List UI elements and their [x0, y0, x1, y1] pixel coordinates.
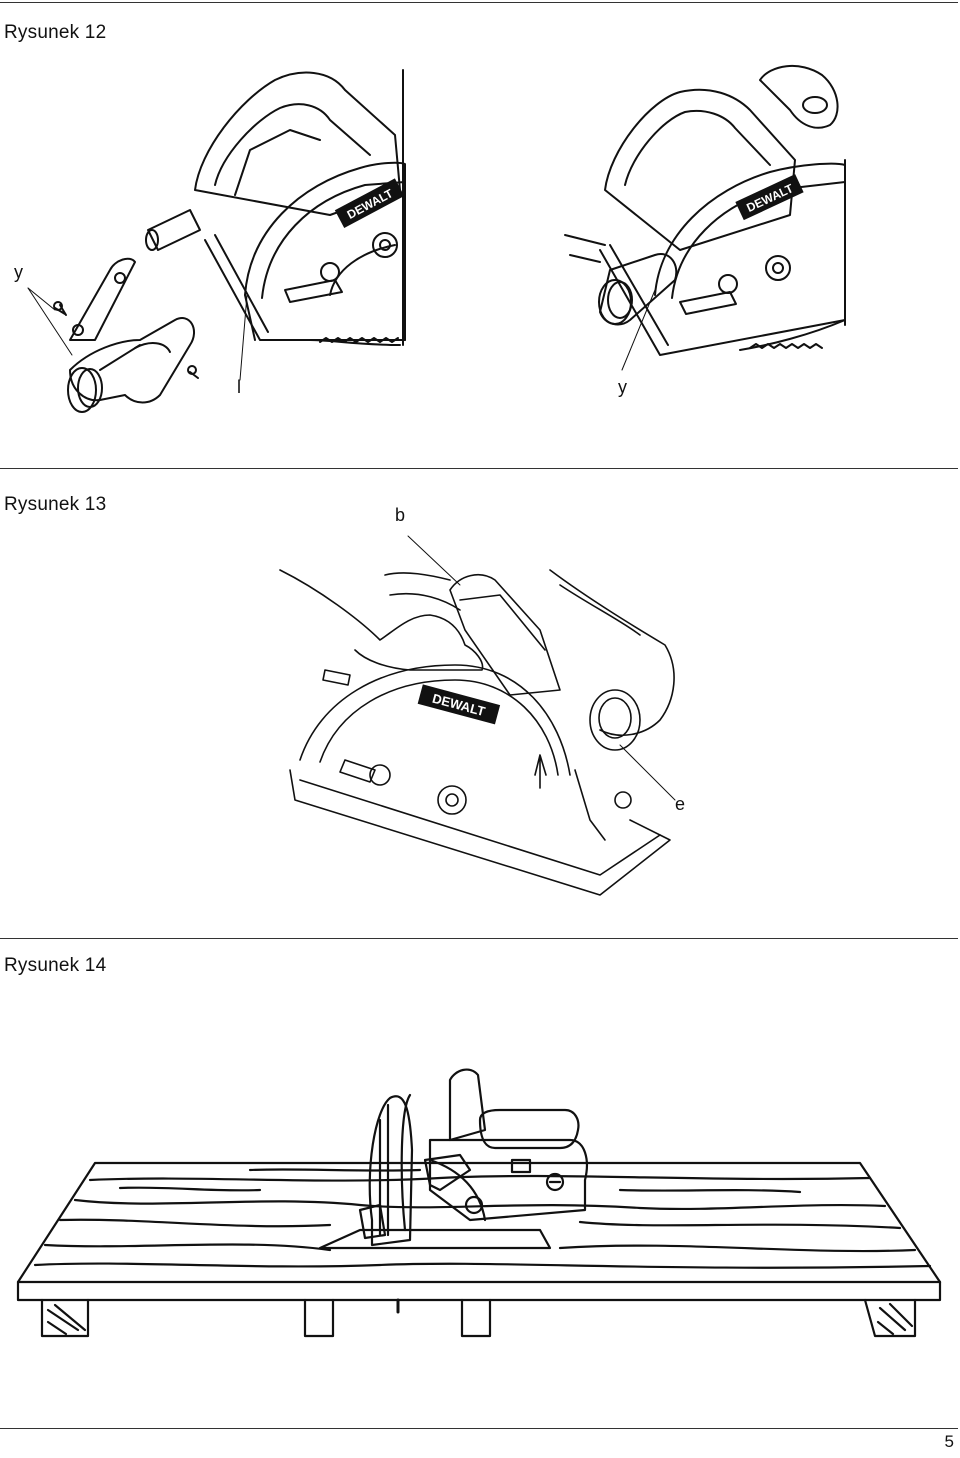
- arbor-bolt: [373, 233, 397, 257]
- support-right: [865, 1300, 915, 1336]
- figure-14-illustration: [0, 1060, 960, 1360]
- dust-port-stub: [148, 210, 200, 250]
- adaptor-bracket: [70, 259, 135, 340]
- saw-base-plate: [320, 1230, 550, 1248]
- section-rule-2: [0, 938, 958, 939]
- left-hand: [280, 570, 483, 670]
- support-left: [42, 1300, 88, 1336]
- leader-y-left-1: [28, 288, 55, 310]
- leader-e: [620, 745, 675, 800]
- callout-y-left: y: [14, 262, 23, 282]
- figure-12-caption: Rysunek 12: [4, 22, 107, 43]
- arbor-bolt: [438, 786, 466, 814]
- blade-guard: [245, 163, 405, 340]
- base-plate: [600, 250, 845, 355]
- page-number: 5: [944, 1432, 954, 1451]
- leader-y-left-2: [28, 288, 72, 355]
- arbor-bolt: [766, 256, 790, 280]
- figure-12-right-illustration: DEWALT: [560, 40, 860, 380]
- callout-l: l: [237, 377, 241, 397]
- saw-handle: [605, 90, 795, 250]
- callout-y-right: y: [618, 377, 627, 397]
- base-plate: [205, 240, 405, 340]
- saw-blade: [370, 1096, 412, 1245]
- rear-knob: [480, 1110, 578, 1148]
- leader-b: [408, 536, 460, 585]
- brand-plate-left: DEWALT: [334, 178, 405, 228]
- callout-b: b: [395, 505, 406, 525]
- adaptor-port: [68, 368, 96, 412]
- bottom-rule: [0, 1428, 958, 1429]
- dust-adaptor: [70, 318, 194, 402]
- leader-l: [240, 295, 247, 380]
- board-edge: [18, 1282, 940, 1300]
- saw-handle: [450, 575, 560, 695]
- blade-lever: [285, 280, 342, 302]
- blade-lever: [680, 292, 736, 314]
- figure-14-caption: Rysunek 14: [4, 955, 107, 976]
- front-knob: [590, 690, 640, 750]
- top-rule: [0, 2, 958, 3]
- base-plate: [290, 770, 670, 895]
- saw-handle: [195, 73, 400, 215]
- brand-plate-13: DEWALT: [417, 684, 501, 725]
- support-center-right: [462, 1300, 490, 1336]
- blade-lever: [340, 760, 375, 782]
- motor-housing: [430, 1140, 587, 1220]
- right-hand: [550, 570, 674, 735]
- bevel-bracket: [430, 1160, 485, 1220]
- callout-e: e: [675, 794, 686, 814]
- rear-knob: [760, 66, 838, 128]
- figure-13-caption: Rysunek 13: [4, 494, 107, 515]
- saw-handle: [450, 1070, 485, 1140]
- section-rule-1: [0, 468, 958, 469]
- support-center-left: [305, 1300, 333, 1336]
- figure-13-illustration: DEWALT: [260, 520, 720, 910]
- blade-guard: [655, 164, 845, 295]
- blade-guard: [300, 665, 570, 775]
- leader-y-right: [622, 290, 655, 370]
- screw: [547, 1174, 563, 1190]
- blade-guard: [402, 1095, 410, 1230]
- figure-12-left-illustration: DEWALT: [0, 40, 480, 460]
